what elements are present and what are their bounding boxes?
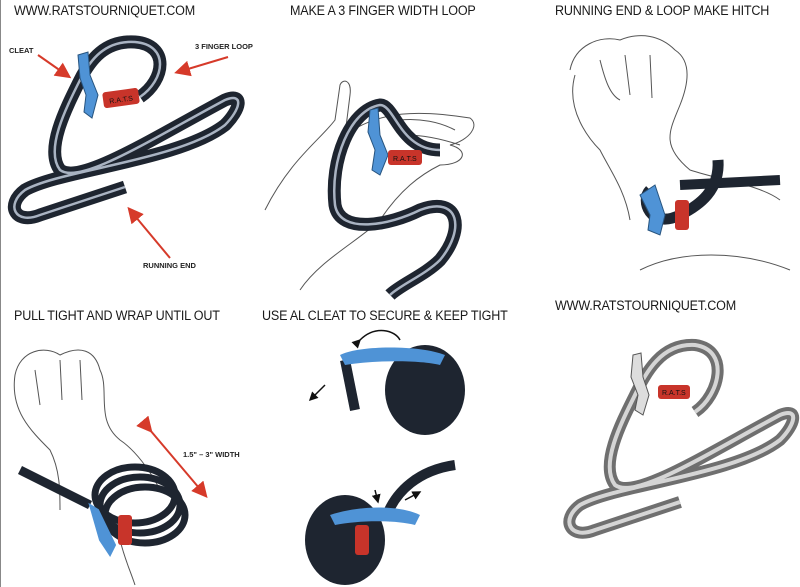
left-border <box>0 0 1 587</box>
panel-5-title: USE AL CLEAT TO SECURE & KEEP TIGHT <box>262 308 508 323</box>
cleat-arrow <box>37 54 72 79</box>
panel-4-wraps <box>17 463 189 557</box>
panel-6-strap: R.A.T.S <box>563 338 800 539</box>
svg-text:R.A.T.S: R.A.T.S <box>109 95 134 105</box>
width-arrow <box>136 415 208 499</box>
svg-text:R.A.T.S: R.A.T.S <box>662 390 686 397</box>
panel-2-title: MAKE A 3 FINGER WIDTH LOOP <box>290 3 476 18</box>
loop-arrow <box>174 56 229 77</box>
running-end-label: RUNNING END <box>143 261 196 270</box>
panel-3-strap <box>639 159 781 236</box>
panel-6-title: WWW.RATSTOURNIQUET.COM <box>555 298 736 313</box>
panel-1-cleat-icon <box>77 51 99 119</box>
panel-1-strap <box>7 35 245 225</box>
cleat-label: CLEAT <box>9 46 34 55</box>
loop-label: 3 FINGER LOOP <box>195 42 253 51</box>
panel-1-title: WWW.RATSTOURNIQUET.COM <box>14 3 195 18</box>
running-end-arrow <box>127 206 171 259</box>
panel-4-fist <box>13 349 161 586</box>
panel-5-cleat-bottom <box>305 460 456 585</box>
panel-5-cleat-top <box>308 329 465 435</box>
panel-4-title: PULL TIGHT AND WRAP UNTIL OUT <box>14 308 220 323</box>
panel-2-strap: R.A.T.S <box>327 98 462 300</box>
panel-3-title: RUNNING END & LOOP MAKE HITCH <box>555 3 770 18</box>
panel-1-tag: R.A.T.S <box>102 87 140 109</box>
panel-3-fist <box>569 35 791 271</box>
width-label: 1.5" – 3" WIDTH <box>183 450 240 459</box>
svg-text:R.A.T.S: R.A.T.S <box>393 156 417 163</box>
